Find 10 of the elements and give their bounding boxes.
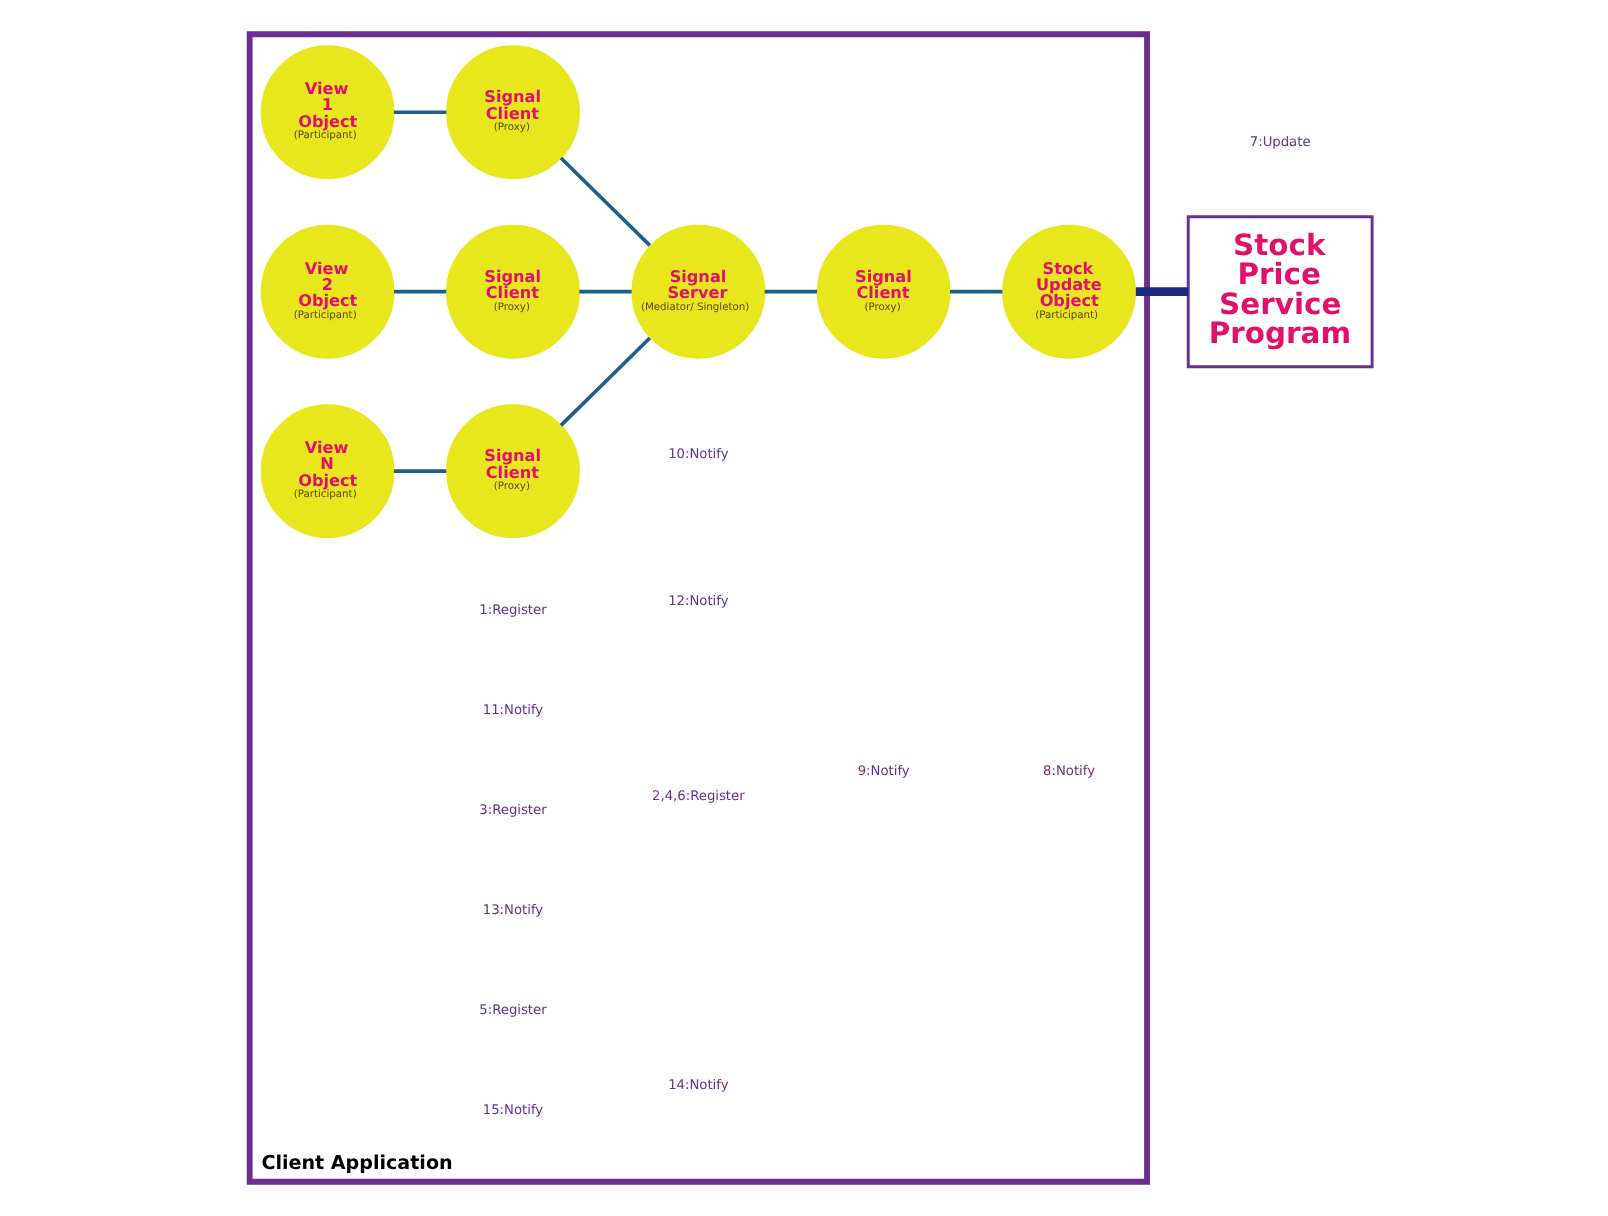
connector <box>392 110 446 115</box>
node-box: Stock Price Service Program <box>1185 215 1373 369</box>
connector <box>558 336 651 427</box>
connector <box>1134 287 1188 297</box>
connector <box>578 289 631 294</box>
connector <box>392 289 446 294</box>
connector <box>949 289 1002 294</box>
connector <box>392 469 446 474</box>
connector <box>763 289 816 294</box>
connector <box>558 156 651 247</box>
